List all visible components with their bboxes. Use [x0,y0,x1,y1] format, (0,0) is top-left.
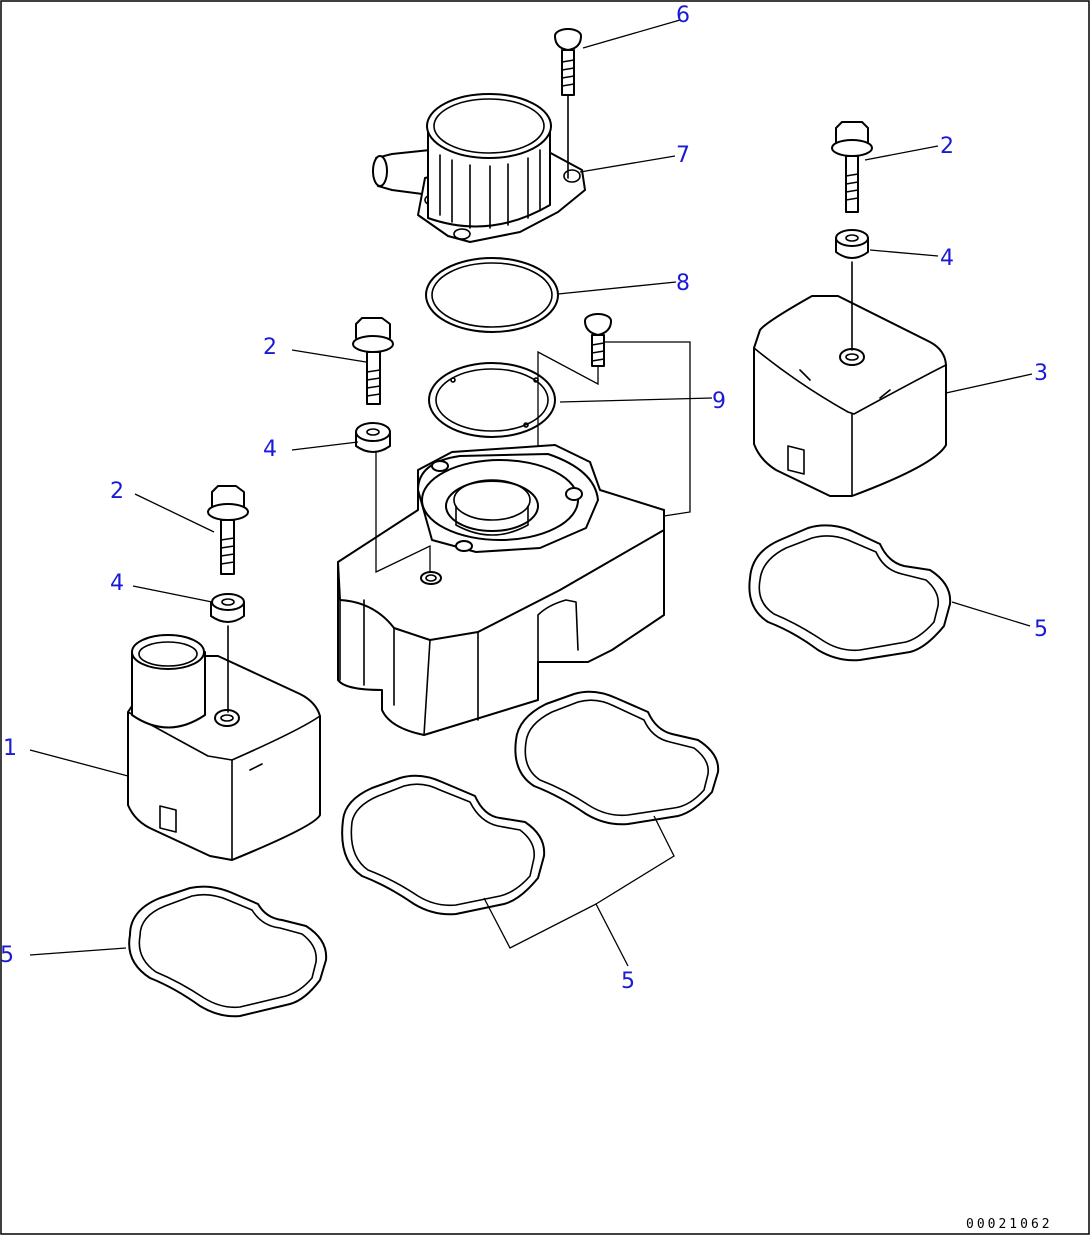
callout-2-left: 2 [110,479,124,504]
center-bolt-part-2 [352,317,394,405]
callout-7: 7 [676,143,690,168]
leader-lines [29,19,1033,967]
gasket-part-5-left [128,885,328,1018]
bolt-part-6 [554,28,582,179]
callout-5-left: 5 [0,943,14,968]
center-cover-assembly [337,444,665,736]
callout-4-left: 4 [110,571,124,596]
cover-part-1 [127,634,321,861]
gasket-part-9 [428,362,556,438]
o-ring-part-8 [425,257,559,333]
callout-4-right: 4 [940,246,954,271]
gasket-part-5-center-b [514,690,720,826]
drawing-number: 00021062 [966,1217,1053,1232]
callout-3: 3 [1034,361,1048,386]
gasket-part-5-right [748,524,952,662]
right-washer-part-4 [835,229,869,351]
left-washer-part-4 [210,593,245,713]
callout-8: 8 [676,271,690,296]
callout-4-center: 4 [263,437,277,462]
center-washer-part-4 [355,422,431,574]
callout-6: 6 [676,3,690,28]
right-bolt-part-2 [831,121,873,213]
cover-part-3 [753,295,947,497]
callout-5-right: 5 [1034,617,1048,642]
callout-2-center: 2 [263,335,277,360]
left-bolt-part-2 [207,485,249,575]
gasket-part-5-center-a [341,774,546,916]
breather-cap-part-7 [372,93,586,243]
callout-2-right: 2 [940,134,954,159]
callout-labels: 6 7 8 9 2 4 3 5 2 4 2 4 1 5 5 [0,3,1048,994]
callout-9: 9 [712,389,726,414]
callout-5-center: 5 [621,969,635,994]
screw-part-9 [537,313,612,510]
callout-1: 1 [3,736,17,761]
